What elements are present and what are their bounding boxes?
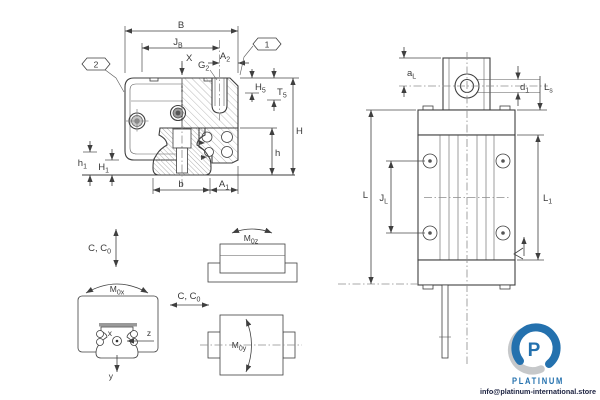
callout-1-number: 1 (265, 40, 270, 50)
dim-G2: G2 (198, 60, 218, 81)
moment-M0x: M0x (85, 283, 149, 297)
dim-label-L: L (363, 190, 368, 201)
brand-logo: P PLATINUM info@platinum-international.s… (480, 323, 596, 396)
carriage-sketch-front: x z y (77, 295, 159, 381)
rail-sketch (95, 326, 139, 359)
dim-label-A2: A2 (220, 51, 230, 64)
dim-A2: A2 (208, 51, 249, 66)
axis-label-z: z (147, 328, 151, 338)
dim-label-d1: d1 (520, 82, 529, 95)
dim-label-JB: JB (173, 37, 183, 50)
load-label-C-horizontal: C, C0 (178, 291, 201, 304)
moment-M0z-block: M0z (207, 227, 298, 283)
dim-JL: JL (379, 160, 425, 234)
dim-label-H: H (296, 126, 303, 137)
logo-monogram: P (528, 340, 541, 361)
dim-label-T5: T5 (277, 87, 287, 100)
rail-below (441, 284, 449, 359)
dim-d1: d1 (515, 66, 529, 106)
dim-label-Ls: Ls (544, 82, 553, 95)
dim-label-L1: L1 (543, 193, 552, 206)
dim-H5: H5 (245, 69, 266, 102)
side-view: aL d1 Ls L JL L1 (338, 47, 553, 364)
dim-L: L (363, 109, 416, 284)
dim-T5: T5 (267, 68, 287, 111)
dim-Ls: Ls (517, 76, 553, 111)
dim-label-A1: A1 (219, 179, 229, 192)
dim-b: b (152, 178, 211, 194)
load-C-vertical: C, C0 (88, 229, 119, 267)
dim-h: h (240, 127, 280, 175)
dim-H1: H1 (98, 149, 119, 186)
moment-M0y-block: M0y (200, 314, 302, 376)
load-label-C-vertical: C, C0 (88, 243, 111, 256)
dim-label-h: h (275, 148, 280, 159)
dim-label-JL: JL (379, 193, 388, 206)
saddle-plate (99, 323, 137, 327)
dim-label-X: X (186, 53, 193, 64)
carriage-section (181, 77, 239, 164)
dim-H: H (240, 77, 303, 175)
dim-label-B: B (178, 20, 184, 31)
dim-label-H1: H1 (98, 162, 109, 175)
callout-1: 1 (239, 37, 282, 76)
axis-label-x: x (108, 328, 113, 338)
dim-h1: h1 (78, 141, 97, 186)
dim-L1: L1 (517, 134, 552, 261)
load-label-M0z: M0z (244, 233, 259, 246)
dim-label-aL: aL (407, 68, 416, 81)
axis-label-y: y (109, 371, 114, 381)
load-C-horizontal: C, C0 (170, 291, 209, 308)
logo-core (521, 336, 547, 362)
callout-2: 2 (81, 57, 125, 93)
end-face-pointer (513, 237, 527, 260)
dim-JB: JB (141, 37, 220, 72)
dim-label-b: b (178, 179, 183, 190)
dim-aL: aL (399, 47, 441, 97)
callout-2-number: 2 (94, 60, 99, 70)
load-label-M0y: M0y (232, 340, 247, 353)
dim-A1: A1 (210, 166, 239, 194)
mounting-holes (422, 153, 511, 241)
dim-label-G2: G2 (198, 60, 209, 73)
front-view: B JB A2 X G2 1 2 (78, 20, 303, 194)
load-capacity-diagrams: C, C0 M0x x z y C, C0 M0z (77, 227, 302, 381)
dim-label-h1: h1 (78, 158, 87, 171)
mounting-screw-right (169, 104, 187, 122)
section-plane-X: X (179, 53, 193, 75)
brand-name: PLATINUM (512, 376, 564, 386)
dim-label-H5: H5 (255, 82, 266, 95)
coordinate-origin (112, 336, 122, 346)
rail-top-view (442, 57, 540, 111)
brand-email: info@platinum-international.store (480, 389, 596, 396)
mounting-screw-left (126, 109, 149, 133)
load-label-M0x: M0x (110, 284, 125, 297)
logo-swoosh-blue (511, 323, 561, 368)
